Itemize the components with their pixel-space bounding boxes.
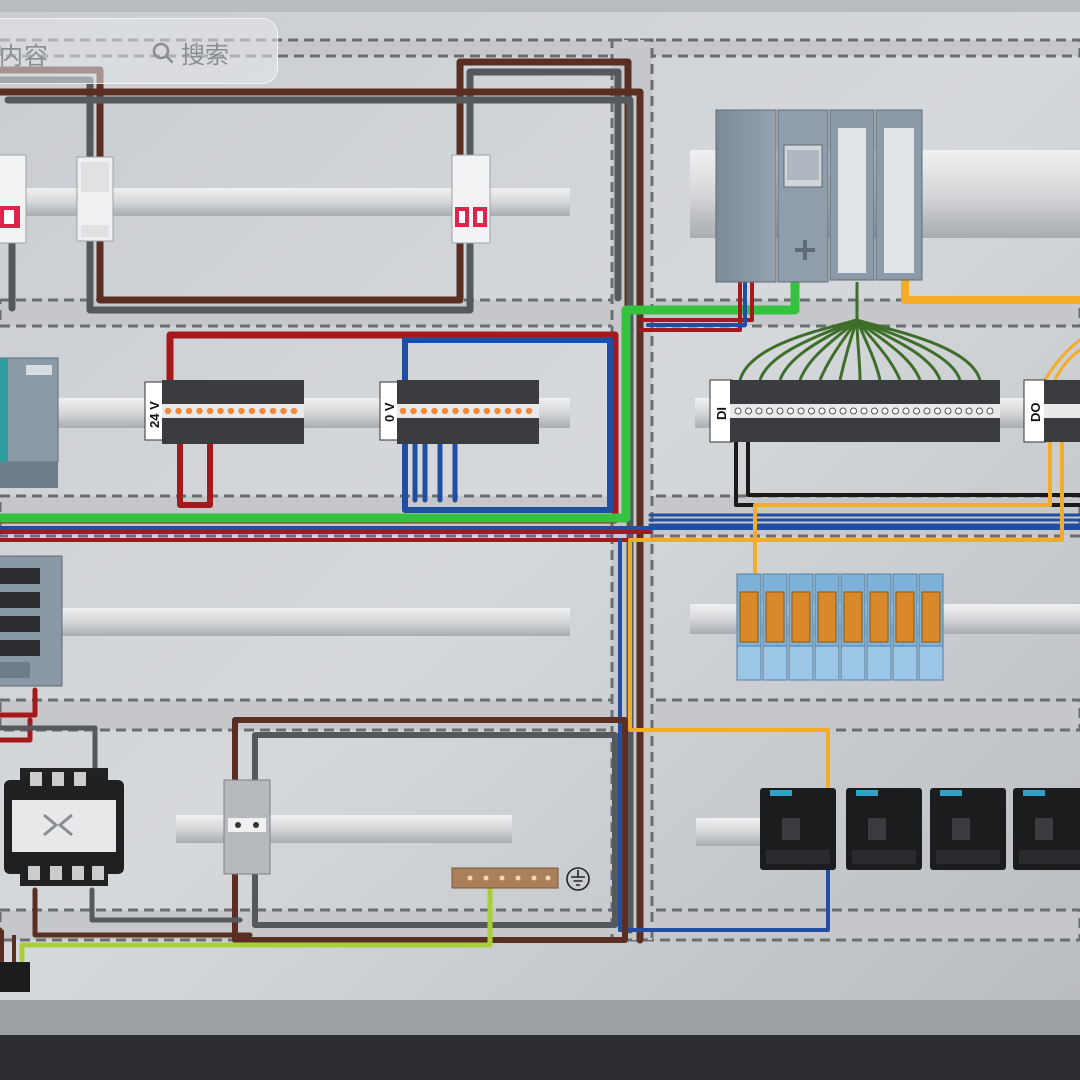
terminal-dot (923, 407, 931, 415)
terminal-dot (248, 407, 256, 415)
relay-row (736, 573, 944, 681)
terminal-dot (217, 407, 224, 415)
terminal-dot (515, 407, 522, 415)
terminal-dot (829, 407, 836, 415)
network-switch (0, 555, 63, 687)
relay (840, 573, 866, 681)
terminal-dot (452, 407, 459, 415)
terminal-dot (227, 407, 235, 415)
contactor (1013, 788, 1080, 870)
terminal-dot (441, 407, 449, 415)
power-supply (0, 357, 59, 488)
search-input[interactable]: 内容 (0, 42, 49, 70)
relay (762, 573, 788, 681)
ground-bar (451, 867, 559, 889)
relay (788, 573, 814, 681)
terminal-dot (238, 407, 245, 415)
terminal-dot (175, 407, 182, 415)
search-button-label: 搜索 (181, 41, 229, 69)
terminal-dot (913, 407, 920, 415)
terminal-dot (745, 407, 752, 415)
circuit-breaker-3 (451, 154, 491, 244)
search-button[interactable]: 搜索 (151, 35, 229, 70)
terminal-dot (766, 407, 773, 415)
terminal-dot (860, 407, 868, 415)
terminal-dot (504, 407, 512, 415)
terminal-dot (196, 407, 203, 415)
terminal-dot (259, 407, 266, 415)
terminal-dot (734, 407, 742, 415)
terminal-dot (871, 407, 878, 415)
terminal-dot (881, 407, 889, 415)
terminal-dot (473, 407, 480, 415)
terminal-dot (892, 407, 899, 415)
terminal-dot (839, 407, 847, 415)
terminal-dot (269, 407, 277, 415)
relay (736, 573, 762, 681)
contactor (760, 788, 836, 870)
terminal-dot (934, 407, 941, 415)
terminal-dot (850, 407, 857, 415)
transformer (4, 768, 124, 886)
terminal-dot (410, 407, 417, 415)
search-bar[interactable]: 内容 搜索 (0, 18, 278, 84)
terminal-dot (944, 407, 952, 415)
terminal-dot (818, 407, 826, 415)
terminal-dot (206, 407, 214, 415)
terminal-dot (902, 407, 910, 415)
terminal-dot (280, 407, 287, 415)
terminal-block-0v (379, 380, 539, 444)
label-24v: 24 V (147, 401, 162, 428)
terminal-dot (164, 407, 172, 415)
terminal-block-do (1023, 379, 1080, 443)
plc-io-module-1 (829, 109, 875, 281)
plc-cpu (715, 109, 829, 283)
terminal-dot (986, 407, 994, 415)
terminal-dot (776, 407, 784, 415)
search-icon (151, 41, 175, 65)
relay (814, 573, 840, 681)
contactor-row (760, 788, 1080, 870)
cable-gland (0, 930, 30, 992)
circuit-breaker-1 (0, 154, 27, 244)
terminal-dot (755, 407, 763, 415)
terminal-dot (399, 407, 407, 415)
terminal-dot (494, 407, 501, 415)
terminal-dot (431, 407, 438, 415)
relay (892, 573, 918, 681)
label-di: DI (714, 407, 729, 420)
terminal-dots (164, 407, 994, 415)
circuit-breaker-2 (76, 156, 114, 242)
relay (918, 573, 944, 681)
terminal-dot (290, 407, 298, 415)
label-0v: 0 V (382, 402, 397, 422)
terminal-dot (525, 407, 533, 415)
relay (866, 573, 892, 681)
contactor (846, 788, 922, 870)
terminal-dot (976, 407, 983, 415)
fuse-terminal-block (223, 779, 271, 875)
terminal-dot (185, 407, 193, 415)
terminal-dot (462, 407, 470, 415)
di-fan-wires (738, 282, 982, 381)
terminal-dot (420, 407, 428, 415)
terminal-dot (808, 407, 815, 415)
terminal-dot (483, 407, 491, 415)
terminal-dot (965, 407, 973, 415)
plc-io-module-2 (875, 109, 923, 281)
contactor (930, 788, 1006, 870)
terminal-dot (787, 407, 794, 415)
label-do: DO (1028, 403, 1043, 423)
ground-symbol-icon (566, 867, 590, 891)
terminal-dot (955, 407, 962, 415)
terminal-dot (797, 407, 805, 415)
